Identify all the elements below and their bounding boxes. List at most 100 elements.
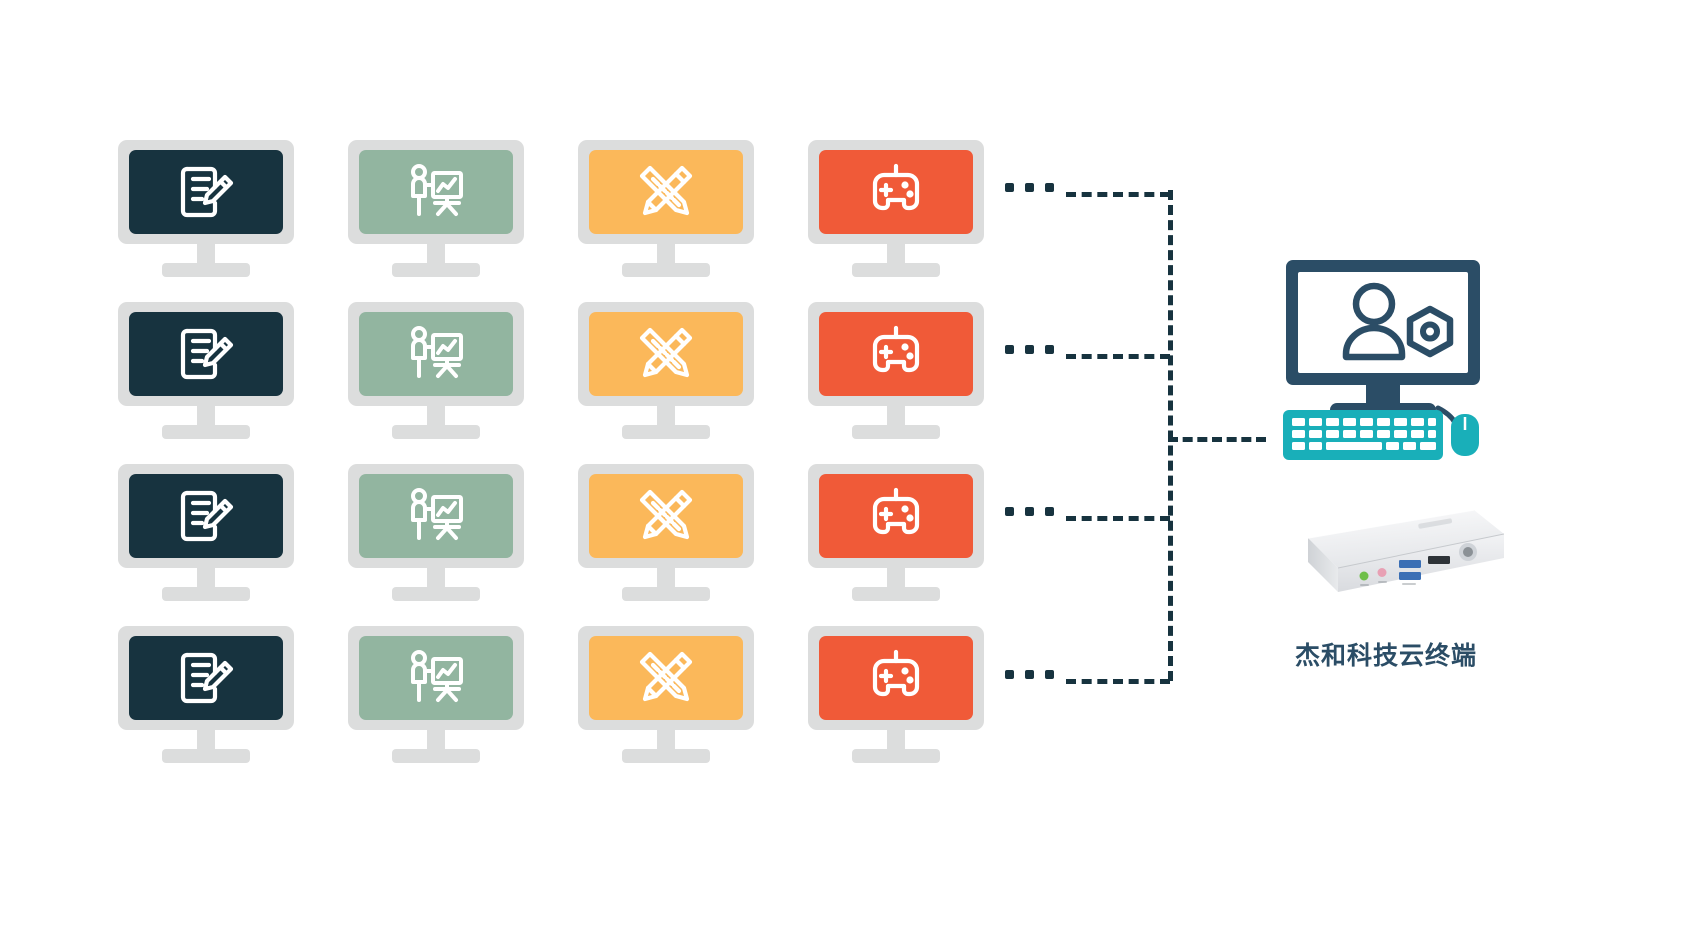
client-monitor-presentation[interactable]: [348, 464, 524, 604]
monitor-bezel: [348, 626, 524, 730]
gamepad-icon: [865, 161, 927, 223]
monitor-screen: [589, 150, 743, 234]
monitor-screen: [589, 636, 743, 720]
monitor-neck: [657, 568, 675, 590]
connector-branch-row-2: [1066, 354, 1170, 359]
presenter-chart-icon: [405, 323, 467, 385]
client-monitor-gaming[interactable]: [808, 626, 984, 766]
monitor-screen: [359, 636, 513, 720]
monitor-neck: [887, 730, 905, 752]
monitor-neck: [197, 406, 215, 428]
client-monitor-presentation[interactable]: [348, 140, 524, 280]
client-monitor-presentation[interactable]: [348, 626, 524, 766]
monitor-neck: [427, 406, 445, 428]
client-monitor-design[interactable]: [578, 626, 754, 766]
client-monitor-presentation[interactable]: [348, 302, 524, 442]
monitor-neck: [197, 568, 215, 590]
monitor-neck: [197, 730, 215, 752]
presenter-chart-icon: [405, 485, 467, 547]
connector-branch-row-3: [1066, 516, 1170, 521]
row-ellipsis-3: [1005, 507, 1054, 516]
monitor-bezel: [808, 302, 984, 406]
monitor-bezel: [808, 464, 984, 568]
monitor-base: [392, 749, 480, 763]
pencil-ruler-icon: [635, 161, 697, 223]
ellipsis-dot: [1025, 507, 1034, 516]
monitor-screen: [129, 474, 283, 558]
document-pencil-icon: [175, 323, 237, 385]
port-row: [1359, 543, 1477, 581]
monitor-base: [622, 425, 710, 439]
client-monitor-design[interactable]: [578, 140, 754, 280]
monitor-bezel: [118, 626, 294, 730]
monitor-neck: [887, 406, 905, 428]
monitor-bezel: [578, 302, 754, 406]
keyboard-icon: [1283, 410, 1443, 460]
monitor-neck: [887, 244, 905, 266]
client-monitor-document[interactable]: [118, 140, 294, 280]
monitor-bezel: [118, 464, 294, 568]
pencil-ruler-icon: [635, 485, 697, 547]
client-monitor-document[interactable]: [118, 626, 294, 766]
monitor-screen: [129, 636, 283, 720]
client-monitor-gaming[interactable]: [808, 464, 984, 604]
monitor-screen: [359, 150, 513, 234]
gamepad-icon: [865, 485, 927, 547]
cloud-terminal-label: 杰和科技云终端: [1294, 642, 1477, 670]
monitor-bezel: [348, 140, 524, 244]
user-gear-icon: [1342, 282, 1406, 361]
client-monitor-gaming[interactable]: [808, 302, 984, 442]
row-ellipsis-4: [1005, 670, 1054, 679]
monitor-screen: [359, 312, 513, 396]
monitor-screen: [129, 312, 283, 396]
client-monitor-gaming[interactable]: [808, 140, 984, 280]
ellipsis-dot: [1045, 183, 1054, 192]
document-pencil-icon: [175, 647, 237, 709]
monitor-base: [852, 425, 940, 439]
monitor-base: [392, 425, 480, 439]
monitor-bezel: [808, 626, 984, 730]
ellipsis-dot: [1025, 345, 1034, 354]
monitor-neck: [657, 406, 675, 428]
monitor-base: [852, 749, 940, 763]
monitor-base: [162, 263, 250, 277]
ellipsis-dot: [1045, 670, 1054, 679]
connector-trunk: [1168, 190, 1173, 681]
client-monitor-document[interactable]: [118, 302, 294, 442]
cloud-terminal-workstation: [1278, 258, 1488, 468]
monitor-bezel: [348, 464, 524, 568]
monitor-screen: [819, 312, 973, 396]
document-pencil-icon: [175, 485, 237, 547]
monitor-neck: [197, 244, 215, 266]
monitor-screen: [359, 474, 513, 558]
monitor-neck: [427, 730, 445, 752]
monitor-base: [162, 425, 250, 439]
monitor-bezel: [118, 302, 294, 406]
client-monitor-design[interactable]: [578, 464, 754, 604]
row-ellipsis-1: [1005, 183, 1054, 192]
pencil-ruler-icon: [635, 647, 697, 709]
monitor-screen: [129, 150, 283, 234]
mini-pc-icon: [1268, 500, 1505, 618]
ellipsis-dot: [1005, 183, 1014, 192]
monitor-base: [392, 263, 480, 277]
monitor-base: [852, 587, 940, 601]
ellipsis-dot: [1025, 670, 1034, 679]
monitor-screen: [819, 474, 973, 558]
monitor-bezel: [578, 464, 754, 568]
monitor-bezel: [808, 140, 984, 244]
monitor-bezel: [348, 302, 524, 406]
monitor-screen: [589, 474, 743, 558]
ellipsis-dot: [1005, 670, 1014, 679]
monitor-base: [622, 749, 710, 763]
client-monitor-design[interactable]: [578, 302, 754, 442]
monitor-base: [622, 587, 710, 601]
connector-branch-row-1: [1066, 192, 1170, 197]
document-pencil-icon: [175, 161, 237, 223]
monitor-screen: [589, 312, 743, 396]
monitor-screen: [819, 150, 973, 234]
client-monitor-document[interactable]: [118, 464, 294, 604]
monitor-base: [852, 263, 940, 277]
monitor-neck: [657, 730, 675, 752]
mouse-icon: [1451, 414, 1479, 456]
